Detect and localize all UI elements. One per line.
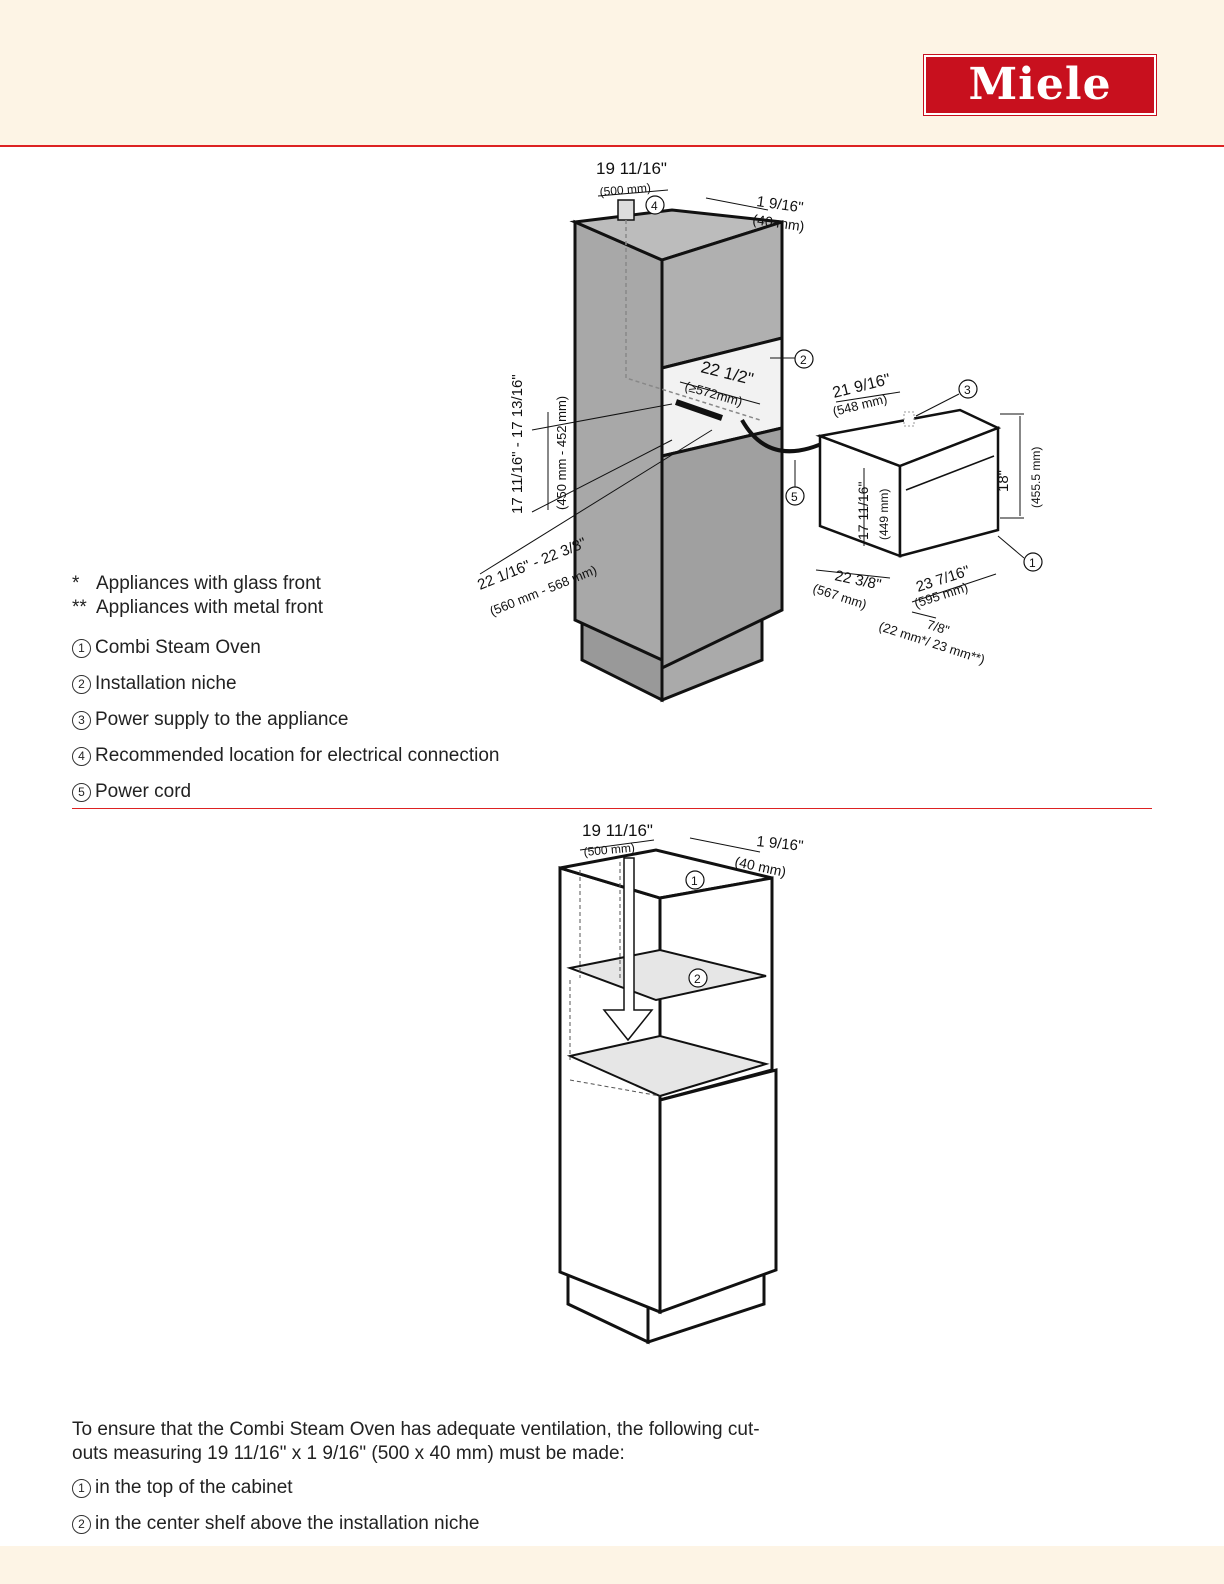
dim-oven-inner-height-in: 17 11/16"	[855, 482, 871, 540]
svg-text:3: 3	[964, 383, 971, 397]
svg-text:4: 4	[651, 199, 658, 213]
dim-depth-in: 1 9/16"	[756, 833, 805, 855]
callout-1: 1	[685, 870, 705, 890]
dim-oven-height-in: 18"	[995, 470, 1012, 492]
oven-power-connector	[903, 411, 915, 427]
power-cord	[740, 419, 831, 454]
dim-oven-inner-height-mm: (449 mm)	[877, 489, 891, 540]
footnotes: *Appliances with glass front **Appliance…	[72, 572, 323, 620]
svg-text:1: 1	[1029, 556, 1036, 570]
miele-logo: Miele	[924, 55, 1156, 115]
oven-front	[898, 426, 1000, 558]
dim-top-width-in: 19 11/16"	[596, 159, 667, 178]
dim-niche-height-in: 17 11/16" - 17 13/16"	[509, 374, 526, 514]
cabinet-lower-door	[658, 1068, 778, 1315]
footnote-glass: *Appliances with glass front	[72, 573, 321, 594]
dim-width-mm: (500 mm)	[583, 841, 635, 859]
section-divider	[72, 808, 1152, 809]
installation-diagram: 19 11/16" (500 mm) 1 9/16" (40 mm) 22 1/…	[475, 159, 1043, 703]
callout-1: 1	[1023, 552, 1043, 572]
dim-top-depth-in: 1 9/16"	[755, 193, 804, 216]
dim-oven-height-mm: (455.5 mm)	[1029, 447, 1043, 508]
footnote-metal: **Appliances with metal front	[72, 597, 324, 618]
callout-3: 3	[958, 379, 978, 399]
cabinet-lower-door	[660, 426, 784, 671]
niche-bar	[675, 399, 723, 421]
svg-text:5: 5	[791, 490, 798, 504]
header-rule	[0, 145, 1224, 147]
dim-width-in: 19 11/16"	[582, 821, 653, 840]
airflow-arrow	[602, 857, 654, 1042]
footer-band	[0, 1546, 1224, 1584]
dim-top-width-mm: (500 mm)	[599, 181, 651, 199]
svg-text:2: 2	[800, 353, 807, 367]
callout-4: 4	[645, 195, 665, 215]
callout-2: 2	[794, 349, 814, 369]
dim-niche-height-mm: (450 mm - 452 mm)	[554, 396, 569, 510]
callout-2: 2	[688, 968, 708, 988]
dim-top-depth-mm: (40 mm)	[752, 211, 806, 234]
ventilation-instructions: To ensure that the Combi Steam Oven has …	[72, 1418, 792, 1548]
dim-front-thickness-in: 7/8"	[925, 617, 952, 638]
ventilation-intro: To ensure that the Combi Steam Oven has …	[72, 1419, 760, 1464]
ventilation-diagram: 19 11/16" (500 mm) 1 9/16" (40 mm) 1 2	[558, 821, 805, 1345]
svg-text:2: 2	[694, 972, 701, 986]
svg-text:1: 1	[691, 874, 698, 888]
bottom-shelf	[566, 1034, 770, 1098]
